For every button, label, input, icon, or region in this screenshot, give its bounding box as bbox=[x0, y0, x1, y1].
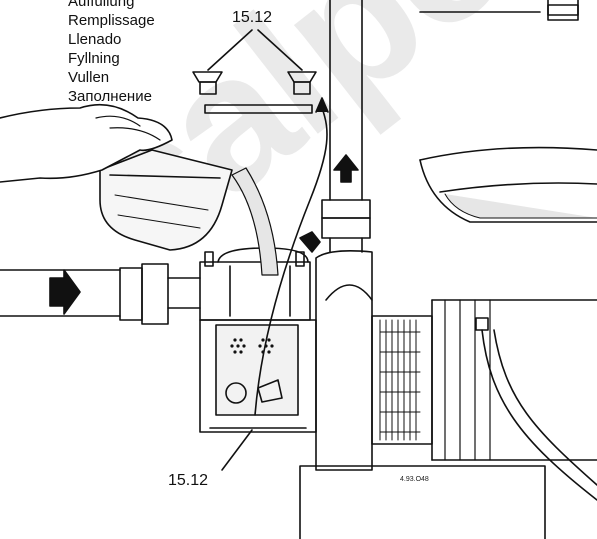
fill-path-arrow bbox=[254, 107, 328, 416]
pool-rim bbox=[419, 146, 597, 161]
power-cable bbox=[481, 329, 597, 501]
discharge-union-upper bbox=[321, 199, 371, 219]
suction-pipe bbox=[0, 269, 121, 317]
label-nl: Vullen bbox=[68, 69, 110, 86]
pump-base bbox=[299, 465, 546, 539]
discharge-union-lower bbox=[321, 217, 371, 239]
drain-plug-left bbox=[225, 382, 247, 404]
motor-flange bbox=[371, 315, 433, 445]
label-es: Llenado bbox=[68, 31, 122, 48]
label-de: Auffüllung bbox=[68, 0, 135, 10]
flow-up-arrow bbox=[333, 154, 359, 183]
suction-coupling-a bbox=[119, 267, 143, 321]
top-right-pipe bbox=[419, 0, 579, 21]
callout-15-12-bottom: 15.12 bbox=[168, 472, 209, 489]
hand bbox=[0, 103, 173, 183]
water-jug bbox=[99, 149, 233, 251]
fill-plug-open bbox=[299, 231, 321, 253]
callout-leader-top bbox=[207, 29, 303, 71]
suction-coupling-b bbox=[141, 263, 169, 325]
label-ru: Заполнение bbox=[68, 88, 152, 105]
motor-terminal bbox=[475, 317, 489, 331]
callout-leader-bottom bbox=[221, 429, 253, 471]
motor-fan-grille bbox=[379, 319, 421, 441]
motor-cooling-fins bbox=[444, 299, 491, 461]
motor-body bbox=[431, 299, 597, 461]
drain-plug-right bbox=[257, 379, 283, 403]
discharge-pipe bbox=[329, 0, 363, 201]
top-right-coupling bbox=[547, 4, 579, 16]
pool-water-surface bbox=[439, 182, 597, 193]
plug-detail-right bbox=[287, 71, 317, 95]
plug-gasket bbox=[204, 104, 313, 114]
callout-15-12-top: 15.12 bbox=[232, 9, 273, 26]
water-stream bbox=[231, 167, 279, 276]
figure-code: 4.93.O48 bbox=[400, 476, 429, 483]
flow-right-arrow bbox=[49, 269, 81, 315]
plug-detail-left bbox=[192, 71, 223, 95]
pump-volute bbox=[315, 250, 373, 471]
label-fr: Remplissage bbox=[68, 12, 155, 29]
basket-perforations bbox=[230, 338, 274, 354]
prefilter-lid bbox=[199, 261, 311, 321]
label-sv: Fyllning bbox=[68, 50, 120, 67]
